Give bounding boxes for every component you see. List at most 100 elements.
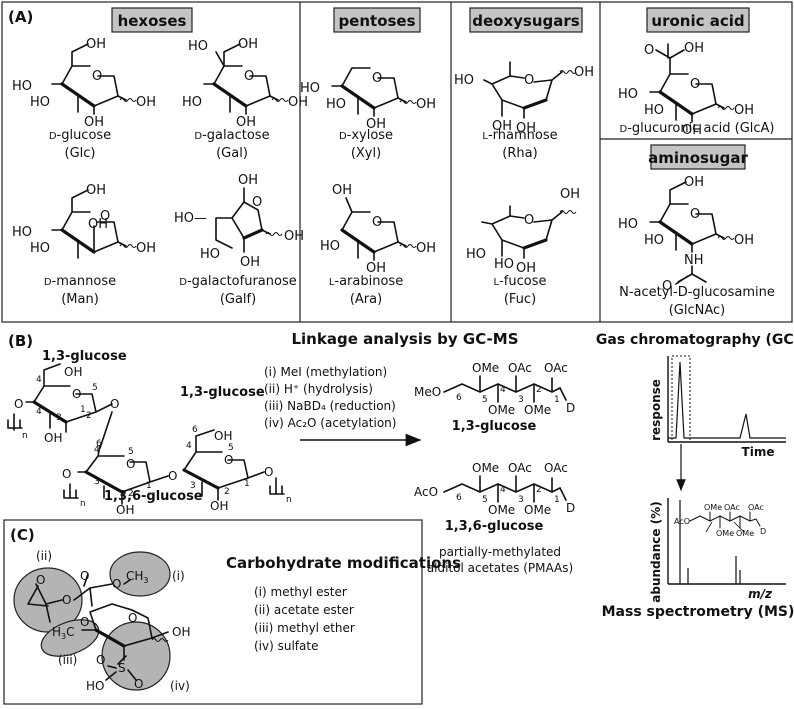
- highlight-methyl-ether: [40, 619, 100, 657]
- galactofuranose-abbr: (Galf): [220, 292, 256, 307]
- atom-label: OH: [366, 117, 386, 132]
- subscript-n: n: [286, 495, 292, 505]
- atom-label: O: [524, 73, 534, 88]
- ome-label: OMe: [524, 503, 551, 517]
- residue-label-1: 1,3-glucose: [42, 349, 127, 364]
- galactose-structure: OH HO O HO OH OH: [182, 37, 308, 130]
- oac-label: OAc: [508, 361, 532, 375]
- atom-label: O: [168, 469, 177, 483]
- galactofuranose-name: D-galactofuranose: [179, 274, 296, 289]
- carbon-number: 4: [36, 375, 42, 385]
- carbon-number: 4: [500, 485, 506, 495]
- atom-label: O: [224, 453, 233, 467]
- marker-i: (i): [172, 569, 185, 583]
- hexoses-header-box: [111, 7, 193, 33]
- atom-label: HO: [30, 95, 50, 110]
- carbon-number: 6: [456, 393, 462, 403]
- panel-b-label: (B): [8, 332, 33, 350]
- ms-inset-structure: AcO OMe OAc OAc OMe OMe D: [674, 503, 766, 538]
- glcnac-structure: OH O HO HO NH O OH: [618, 175, 754, 294]
- rhamnose-abbr: (Rha): [502, 146, 537, 161]
- ms-chart: abundance (%) AcO OMe OAc OAc OMe OMe D …: [602, 498, 794, 620]
- pmaa-1-name: 1,3-glucose: [452, 419, 537, 434]
- highlight-methyl-ester: [109, 551, 171, 597]
- pentoses-header: pentoses: [338, 12, 415, 30]
- atom-label: O: [112, 577, 121, 591]
- atom-label: O: [92, 69, 102, 84]
- subscript-n: n: [80, 499, 86, 509]
- pmaa-start: AcO: [674, 517, 690, 526]
- atom-label: HO: [326, 97, 346, 112]
- atom-label: HO: [618, 217, 638, 232]
- h3c-label: H3C: [52, 625, 75, 641]
- atom-label: O: [36, 573, 45, 587]
- carbon-number: 2: [536, 485, 542, 495]
- atom-label: OH: [684, 41, 704, 56]
- atom-label: HO: [182, 95, 202, 110]
- mannose-name: D-mannose: [44, 274, 116, 289]
- atom-label: O: [80, 615, 89, 629]
- panel-c-frame: [3, 519, 423, 705]
- atom-label: HO: [12, 79, 32, 94]
- atom-label: O: [662, 279, 672, 294]
- carbon-number: 4: [500, 385, 506, 395]
- carbon-number: 1: [244, 479, 250, 489]
- carbon-number: 3: [94, 477, 100, 487]
- mod-item-2: (ii) acetate ester: [254, 603, 354, 617]
- oac-label: OAc: [544, 361, 568, 375]
- residue-label-2: 1,3-glucose: [180, 385, 265, 400]
- oac-label: OAc: [544, 461, 568, 475]
- atom-label: OH: [734, 233, 754, 248]
- atom-label: OH: [84, 115, 104, 130]
- deuterium-label: D: [566, 401, 575, 415]
- polysaccharide-structure: OH O O OH O n 4 3 4 2 1 5 6 O O OH O n: [7, 363, 292, 517]
- fucose-name: L-fucose: [494, 274, 547, 289]
- atom-label: O: [110, 397, 119, 411]
- mannose-abbr: (Man): [61, 292, 99, 307]
- xylose-structure: O HO HO OH OH: [300, 67, 436, 132]
- uronic-header: uronic acid: [651, 12, 744, 30]
- panel-b-title: Linkage analysis by GC-MS: [291, 330, 518, 348]
- panel-a-label: (A): [8, 8, 33, 26]
- atom-label: OH: [288, 95, 308, 110]
- atom-label: OH: [240, 255, 260, 270]
- atom-label: OH: [284, 229, 304, 244]
- ms-title: Mass spectrometry (MS): [602, 604, 794, 620]
- ome-label: OMe: [488, 503, 515, 517]
- atom-label: OH: [238, 173, 258, 188]
- fucose-structure: O HO HO OH OH: [466, 187, 580, 276]
- carbon-number: 1: [554, 395, 560, 405]
- atom-label: OH: [492, 119, 512, 134]
- pmaa-1: MeO OMe OAc OAc OMe OMe D 6 5 4 3 2 1 1,…: [414, 361, 575, 434]
- uronic-header-box: [646, 7, 750, 33]
- ome-label: OMe: [472, 361, 499, 375]
- atom-label: O: [134, 677, 143, 691]
- atom-label: OH: [236, 115, 256, 130]
- deuterium-label: D: [760, 527, 766, 536]
- atom-label: OH: [210, 499, 228, 513]
- atom-label: OH: [136, 95, 156, 110]
- carbon-number: 6: [192, 425, 198, 435]
- atom-label: OH: [416, 97, 436, 112]
- carbon-number: 3: [518, 395, 524, 405]
- glucuronic-acid-structure: OH O O HO HO OH OH: [618, 41, 754, 138]
- atom-label: HO: [618, 87, 638, 102]
- atom-label: O: [524, 213, 534, 228]
- oac-label: OAc: [508, 461, 532, 475]
- glucose-structure: OH O HO HO OH OH: [12, 37, 156, 130]
- arabinose-abbr: (Ara): [350, 292, 382, 307]
- pmaa-start: MeO: [414, 385, 441, 399]
- subscript-n: n: [22, 431, 28, 441]
- atom-label: OH: [574, 65, 594, 80]
- atom-label: HO: [644, 103, 664, 118]
- gc-title: Gas chromatography (GC): [596, 332, 794, 348]
- glucuronic-acid-name: D-glucuronic acid (GlcA): [619, 121, 774, 136]
- atom-label: OH: [366, 261, 386, 276]
- atom-label: OH: [116, 503, 134, 517]
- carbon-number: 4: [36, 407, 42, 417]
- carbon-number: 5: [228, 443, 234, 453]
- gc-peak-box: [671, 355, 691, 443]
- ms-xlabel: m/z: [748, 587, 773, 601]
- ho-sulfate: HO: [86, 679, 104, 693]
- marker-ii: (ii): [36, 549, 52, 563]
